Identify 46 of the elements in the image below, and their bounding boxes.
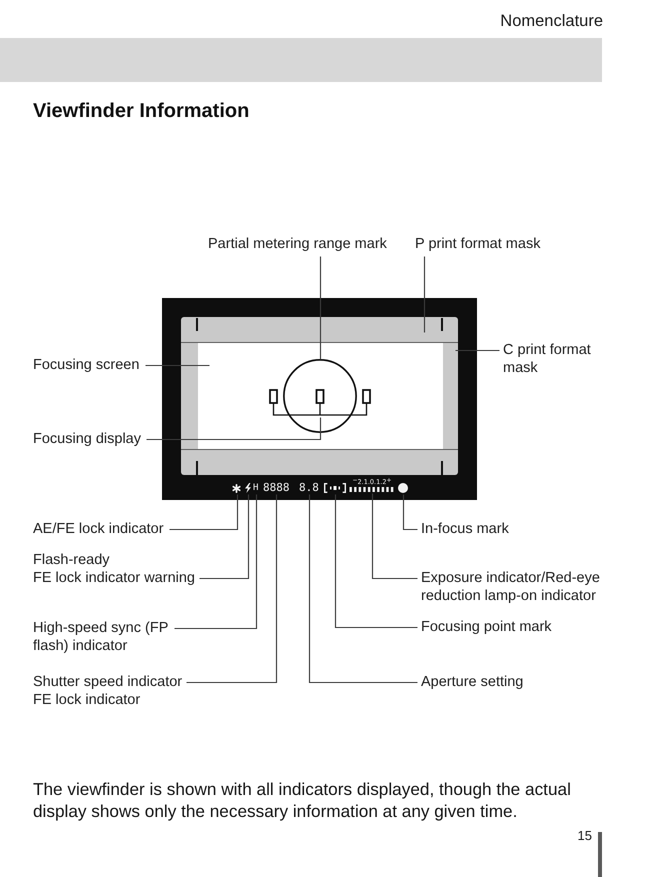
callout-label: In-focus mark [421, 520, 510, 538]
running-head: Nomenclature [500, 11, 603, 32]
leader-line [424, 256, 426, 332]
callout-label: Focusing screen [33, 356, 141, 374]
print-mask-strip [181, 343, 198, 449]
callout-label: AE/FE lock indicator [33, 520, 165, 538]
flash-bolt-icon [245, 483, 251, 493]
callout-label: P print format mask [415, 235, 542, 253]
callout-label: Shutter speed indicator [33, 673, 182, 691]
callout-label: Partial metering range mark [208, 235, 388, 253]
leader-line [334, 494, 418, 628]
metering-circle [283, 359, 357, 433]
lcd-readout: 8.8 [299, 482, 319, 493]
callout-label: Exposure indicator/Red-eye reduction lamp-on indicator [421, 569, 601, 605]
print-mask-strip [443, 343, 458, 449]
leader-line [146, 418, 322, 440]
lcd-indicator: H [253, 484, 258, 493]
page-number: 15 [578, 828, 592, 844]
lcd-readout: 8888 [263, 482, 290, 493]
focusing-screen-area [198, 343, 443, 449]
leader-line [186, 494, 278, 684]
caption-text: The viewfinder is shown with all indicators displayed, though the actual display shows only the necessary information at any given time. [33, 778, 572, 822]
leader-line [146, 364, 210, 366]
callout-label: FE lock indicator warning [33, 569, 195, 587]
leader-line [200, 494, 250, 580]
callout-label: Focusing display [33, 430, 142, 448]
leader-line [170, 494, 238, 530]
callout-label: Flash-ready [33, 551, 110, 569]
dot-icon [398, 483, 408, 493]
focus-bracket-icon [324, 483, 346, 493]
callout-label: Focusing point mark [421, 618, 553, 636]
asterisk-icon [232, 484, 241, 493]
leader-line [320, 256, 322, 360]
focus-area-drawing [268, 389, 372, 416]
callout-label: FE lock indicator [33, 691, 140, 709]
page-title: Viewfinder Information [33, 99, 250, 124]
print-mask-band [181, 449, 458, 475]
leader-line [372, 494, 418, 580]
callout-label: C print format mask [503, 341, 592, 377]
leader-line [402, 494, 418, 530]
leader-line [174, 494, 258, 630]
callout-label: Aperture setting [421, 673, 525, 691]
callout-label: High-speed sync (FP flash) indicator [33, 619, 170, 655]
leader-line [308, 494, 418, 684]
leader-line [456, 350, 500, 352]
print-mask-band [181, 317, 458, 343]
